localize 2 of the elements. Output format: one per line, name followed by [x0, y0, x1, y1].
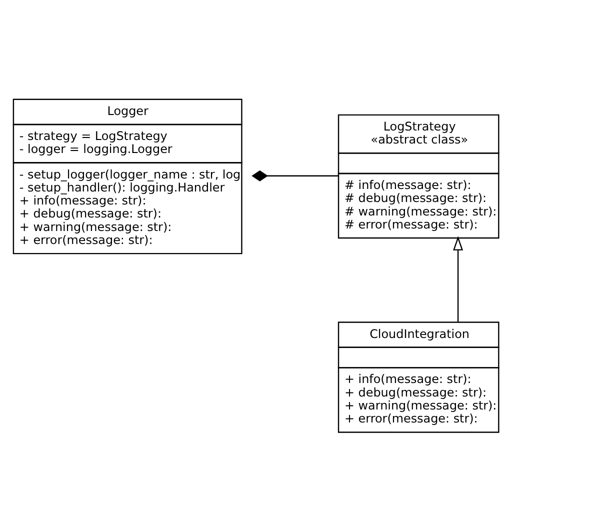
arrow [453, 236, 464, 322]
connector [252, 170, 338, 181]
